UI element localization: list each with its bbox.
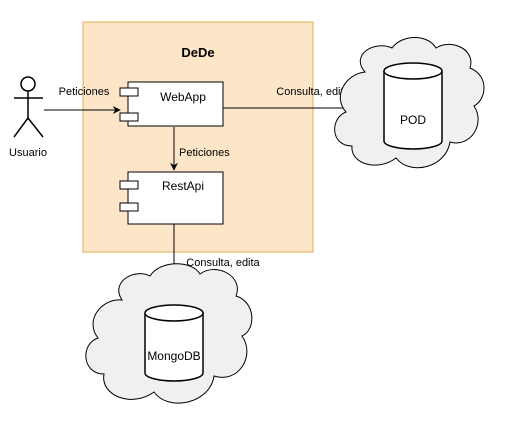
component-port-icon: [119, 112, 139, 122]
restapi-component[interactable]: RestApi: [119, 171, 224, 225]
database-icon: [383, 62, 443, 80]
component-port-icon: [119, 87, 139, 97]
component-port-icon: [119, 202, 139, 212]
database-icon: [144, 304, 204, 322]
edge-usuario-webapp-label: Peticiones: [59, 86, 110, 98]
edge-usuario-webapp: Peticiones: [44, 86, 121, 114]
webapp-component[interactable]: WebApp: [119, 81, 224, 127]
actor-head-icon: [20, 76, 36, 92]
usuario-actor[interactable]: [13, 76, 44, 138]
edge-webapp-restapi: Peticiones: [170, 127, 230, 171]
restapi-label: RestApi: [162, 179, 204, 193]
pod-label: POD: [400, 113, 426, 127]
dede-title: DeDe: [181, 45, 214, 60]
edge-webapp-restapi-label: Peticiones: [179, 147, 230, 159]
webapp-label: WebApp: [160, 90, 206, 104]
component-port-icon: [119, 180, 139, 190]
mongodb-datastore[interactable]: MongoDB: [144, 304, 204, 382]
mongodb-label: MongoDB: [147, 349, 200, 363]
usuario-label: Usuario: [9, 147, 47, 159]
edge-restapi-mongodb-label: Consulta, edita: [186, 257, 260, 269]
edge-webapp-pod-label: Consulta, edita: [276, 86, 350, 98]
pod-datastore[interactable]: POD: [383, 62, 443, 150]
